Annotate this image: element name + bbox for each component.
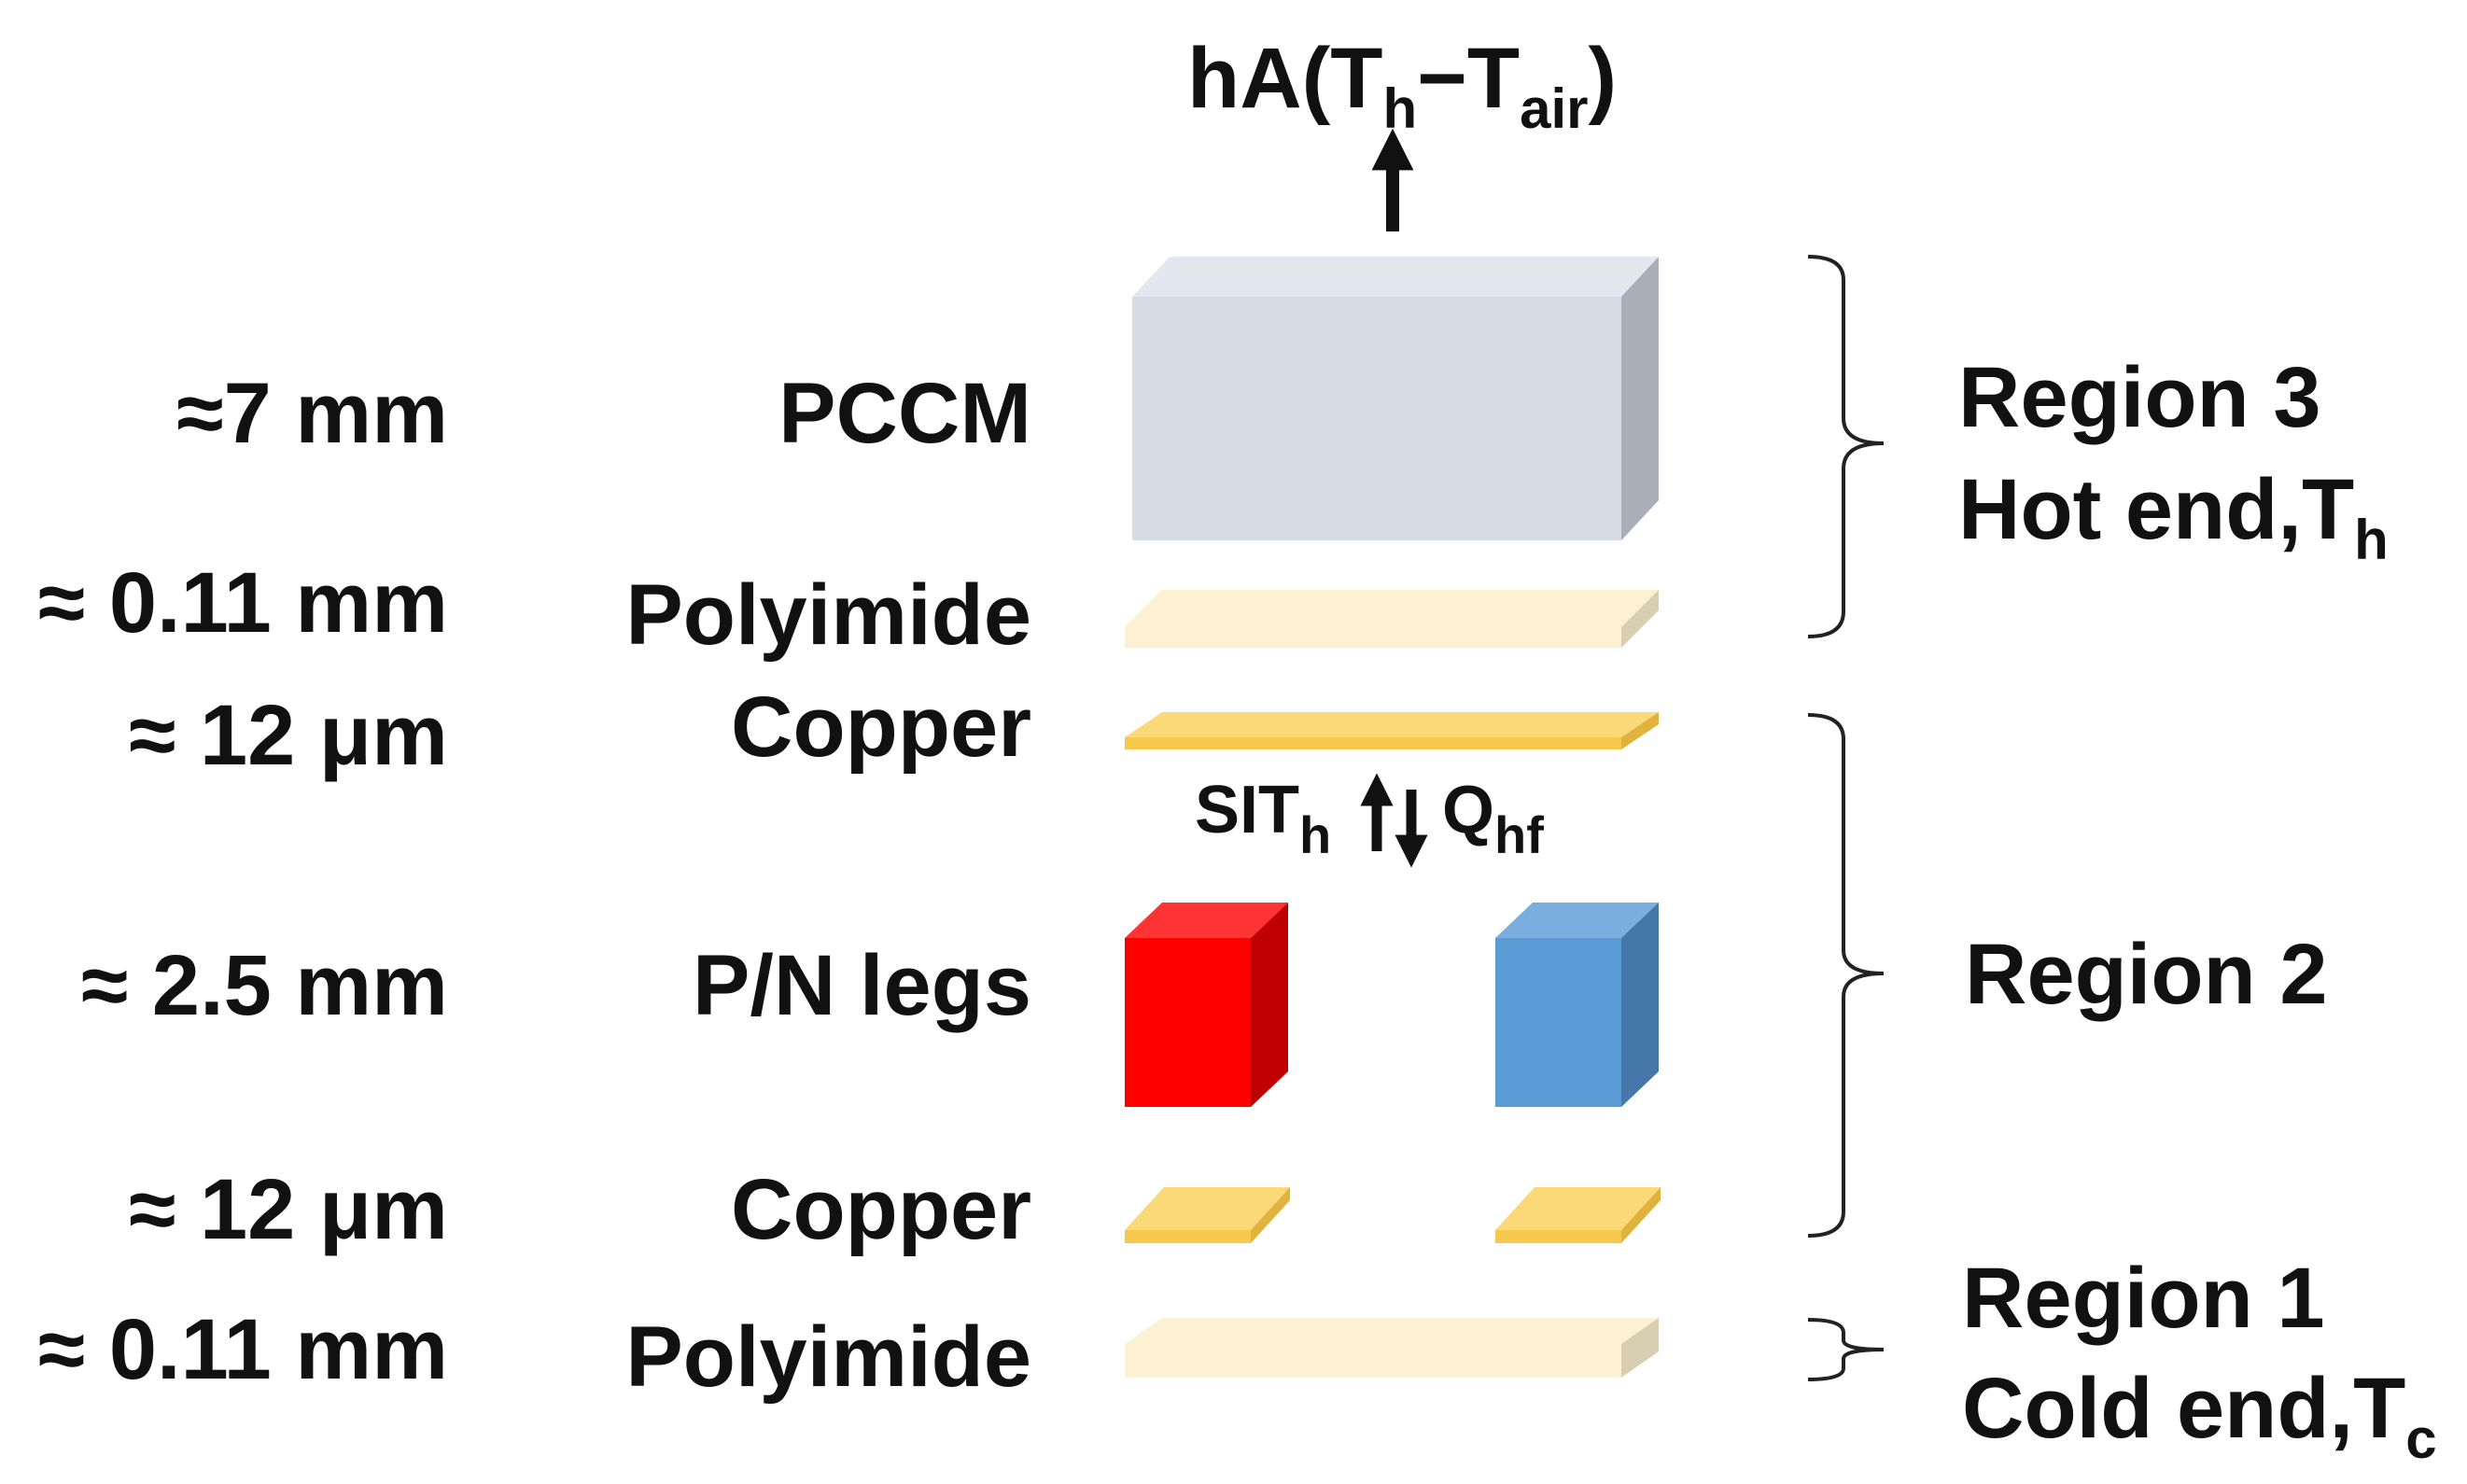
n-leg [1495,903,1659,1107]
copper-top-strip-face [1125,712,1659,737]
pccm-top-face [1132,257,1659,297]
region-3-subtitle-sub: h [2354,509,2389,571]
region-1-subtitle: Cold end,Tc [1962,1365,2437,1467]
p-leg [1125,903,1288,1107]
p-leg-side-face [1251,903,1288,1107]
thickness-label-copper-top: ≈ 12 μm [128,688,448,783]
polyimide-bottom-slab-front [1125,1344,1621,1378]
polyimide-bottom-slab-face [1125,1318,1659,1344]
polyimide-bottom-slab-side [1621,1318,1659,1378]
flux-right-main: Q [1442,773,1495,847]
polyimide-bottom-slab [1125,1318,1659,1378]
flux-right-label: Qhf [1442,777,1544,861]
region-3-brace [1807,255,1885,638]
p-leg-front-face [1125,938,1251,1107]
copper-bottom-pad-left-face [1125,1187,1290,1230]
material-label-polyimide-top: Polyimide [625,567,1031,663]
region-1-subtitle-sub: c [2405,1407,2437,1470]
copper-bottom-pad-left [1125,1187,1290,1243]
heat-loss-main: hA(T [1187,31,1383,126]
thickness-label-pn-legs: ≈ 2.5 mm [80,938,448,1033]
p-leg-top-face [1125,903,1288,938]
heat-loss-label: hA(Th−Tair) [1187,35,1617,137]
material-label-copper-bottom: Copper [731,1162,1031,1257]
heat-loss-dash: −T [1417,31,1521,126]
pccm-block [1132,257,1659,540]
material-label-copper-top: Copper [731,679,1031,775]
thickness-label-polyimide-bottom: ≈ 0.11 mm [37,1302,448,1397]
n-leg-side-face [1621,903,1659,1107]
n-leg-front-face [1495,938,1621,1107]
region-1-brace [1807,1318,1885,1381]
heat-loss-sub-air: air [1520,77,1589,140]
copper-top-strip [1125,712,1659,749]
polyimide-top-slab-face [1125,590,1659,627]
copper-bottom-pad-left-front [1125,1230,1251,1243]
region-2-brace [1807,713,1885,1238]
polyimide-top-slab-side [1621,590,1659,648]
region-1-subtitle-main: Cold end,T [1962,1361,2406,1456]
flux-left-sub: h [1299,805,1332,864]
copper-bottom-pad-right [1495,1187,1661,1243]
copper-top-strip-side [1621,712,1659,749]
copper-bottom-pad-left-side [1251,1187,1290,1243]
region-1-title: Region 1 [1962,1251,2325,1346]
n-leg-top-face [1495,903,1659,938]
material-label-pn-legs: P/N legs [692,938,1031,1033]
pccm-side-face [1621,257,1659,540]
region-3-subtitle-main: Hot end,T [1958,462,2355,557]
thickness-label-pccm: ≈7 mm [176,366,448,461]
copper-bottom-pad-right-front [1495,1230,1621,1243]
copper-bottom-pad-right-side [1621,1187,1661,1243]
polyimide-top-slab-front [1125,627,1621,648]
region-2-title: Region 2 [1965,927,2328,1022]
flux-left-main: SIT [1195,773,1300,847]
copper-top-strip-front [1125,737,1621,749]
material-label-pccm: PCCM [778,366,1031,461]
pccm-front-face [1132,297,1621,540]
copper-bottom-pad-right-face [1495,1187,1661,1230]
region-3-subtitle: Hot end,Th [1958,467,2389,568]
heat-loss-sub-h: h [1382,77,1418,140]
flux-left-label: SITh [1195,777,1331,861]
thickness-label-polyimide-top: ≈ 0.11 mm [37,555,448,651]
flux-right-sub: hf [1494,805,1544,864]
material-label-polyimide-bottom: Polyimide [625,1309,1031,1405]
heat-loss-close: ) [1588,31,1618,126]
region-3-title: Region 3 [1958,350,2321,445]
polyimide-top-slab [1125,590,1659,648]
thickness-label-copper-bottom: ≈ 12 μm [128,1162,448,1257]
